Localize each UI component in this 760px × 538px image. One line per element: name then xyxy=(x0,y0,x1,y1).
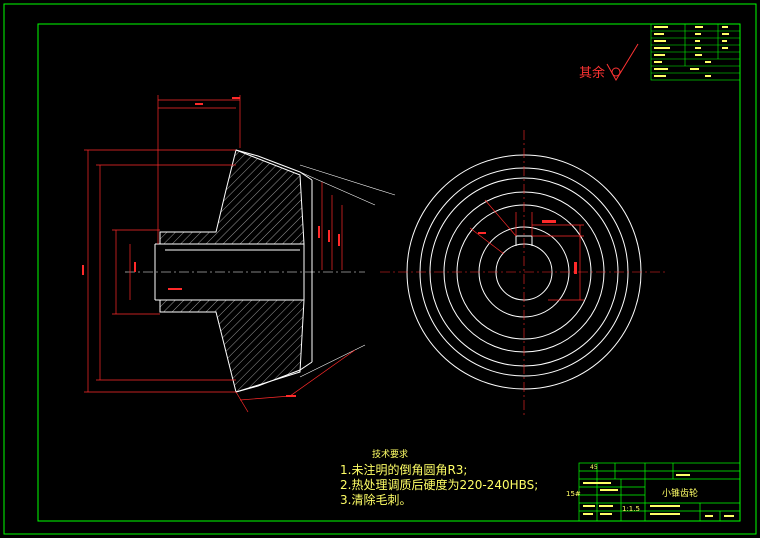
material-label: 45 xyxy=(590,464,598,471)
tech-req-item-1: 1.未注明的倒角圆角R3; xyxy=(340,463,468,477)
end-view-centerlines xyxy=(380,130,668,415)
pitch-cone-lines xyxy=(299,164,396,378)
end-view-dimension-texts xyxy=(478,220,577,274)
gear-parameter-table xyxy=(650,23,741,81)
drawing-code: 15# xyxy=(566,490,581,498)
part-name: 小锥齿轮 xyxy=(662,489,699,499)
title-block xyxy=(578,462,741,522)
lower-section-hatch xyxy=(159,299,305,393)
end-view-dimensions xyxy=(469,199,584,301)
tech-req-item-3: 3.清除毛刺。 xyxy=(340,493,412,507)
upper-section-hatch xyxy=(159,149,305,245)
roughness-symbol-icon xyxy=(606,43,639,81)
title-block-marks xyxy=(583,474,734,517)
tooth-profile xyxy=(235,149,313,393)
bore-outline xyxy=(154,243,305,301)
section-dimensions xyxy=(84,95,356,413)
keyway xyxy=(515,235,533,246)
section-dimension-texts xyxy=(82,97,340,397)
surface-roughness-note: 其余 xyxy=(579,66,606,81)
scale-label: 1:1.5 xyxy=(622,505,640,513)
tech-req-item-2: 2.热处理调质后硬度为220-240HBS; xyxy=(340,478,539,492)
technical-requirements: 技术要求 1.未注明的倒角圆角R3; 2.热处理调质后硬度为220-240HBS… xyxy=(340,448,538,508)
section-view xyxy=(82,95,396,413)
end-view xyxy=(380,130,668,415)
drawing-frame xyxy=(3,3,757,535)
parameter-table-marks xyxy=(654,26,729,77)
tech-req-title: 技术要求 xyxy=(371,450,408,460)
